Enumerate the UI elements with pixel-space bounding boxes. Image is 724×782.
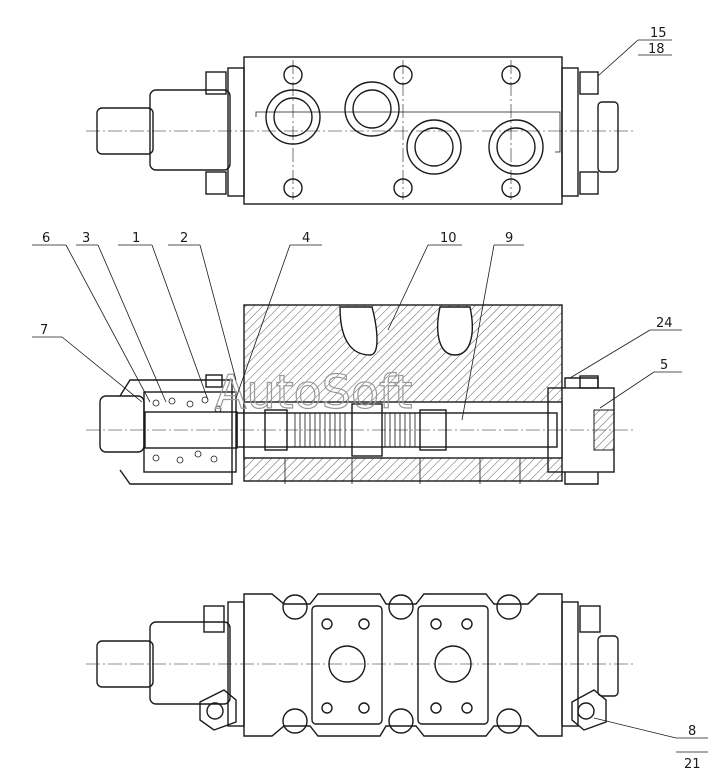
top-view — [86, 56, 635, 205]
section-view — [86, 304, 635, 485]
callout-21: 21 — [684, 757, 701, 772]
bottom-view — [86, 593, 635, 737]
callout-15: 15 — [650, 26, 667, 41]
callout-10: 10 — [440, 231, 457, 246]
callout-6: 6 — [42, 231, 50, 246]
callout-4: 4 — [302, 231, 310, 246]
callout-24: 24 — [656, 316, 673, 331]
callout-7: 7 — [40, 323, 48, 338]
callout-8: 8 — [688, 724, 696, 739]
callout-1: 1 — [132, 231, 140, 246]
watermark-text: AutoSoft — [215, 365, 413, 419]
leader-lines — [32, 39, 708, 753]
callout-5: 5 — [660, 358, 668, 373]
callout-9: 9 — [505, 231, 513, 246]
callout-3: 3 — [82, 231, 90, 246]
callout-2: 2 — [180, 231, 188, 246]
callout-18: 18 — [648, 42, 665, 57]
